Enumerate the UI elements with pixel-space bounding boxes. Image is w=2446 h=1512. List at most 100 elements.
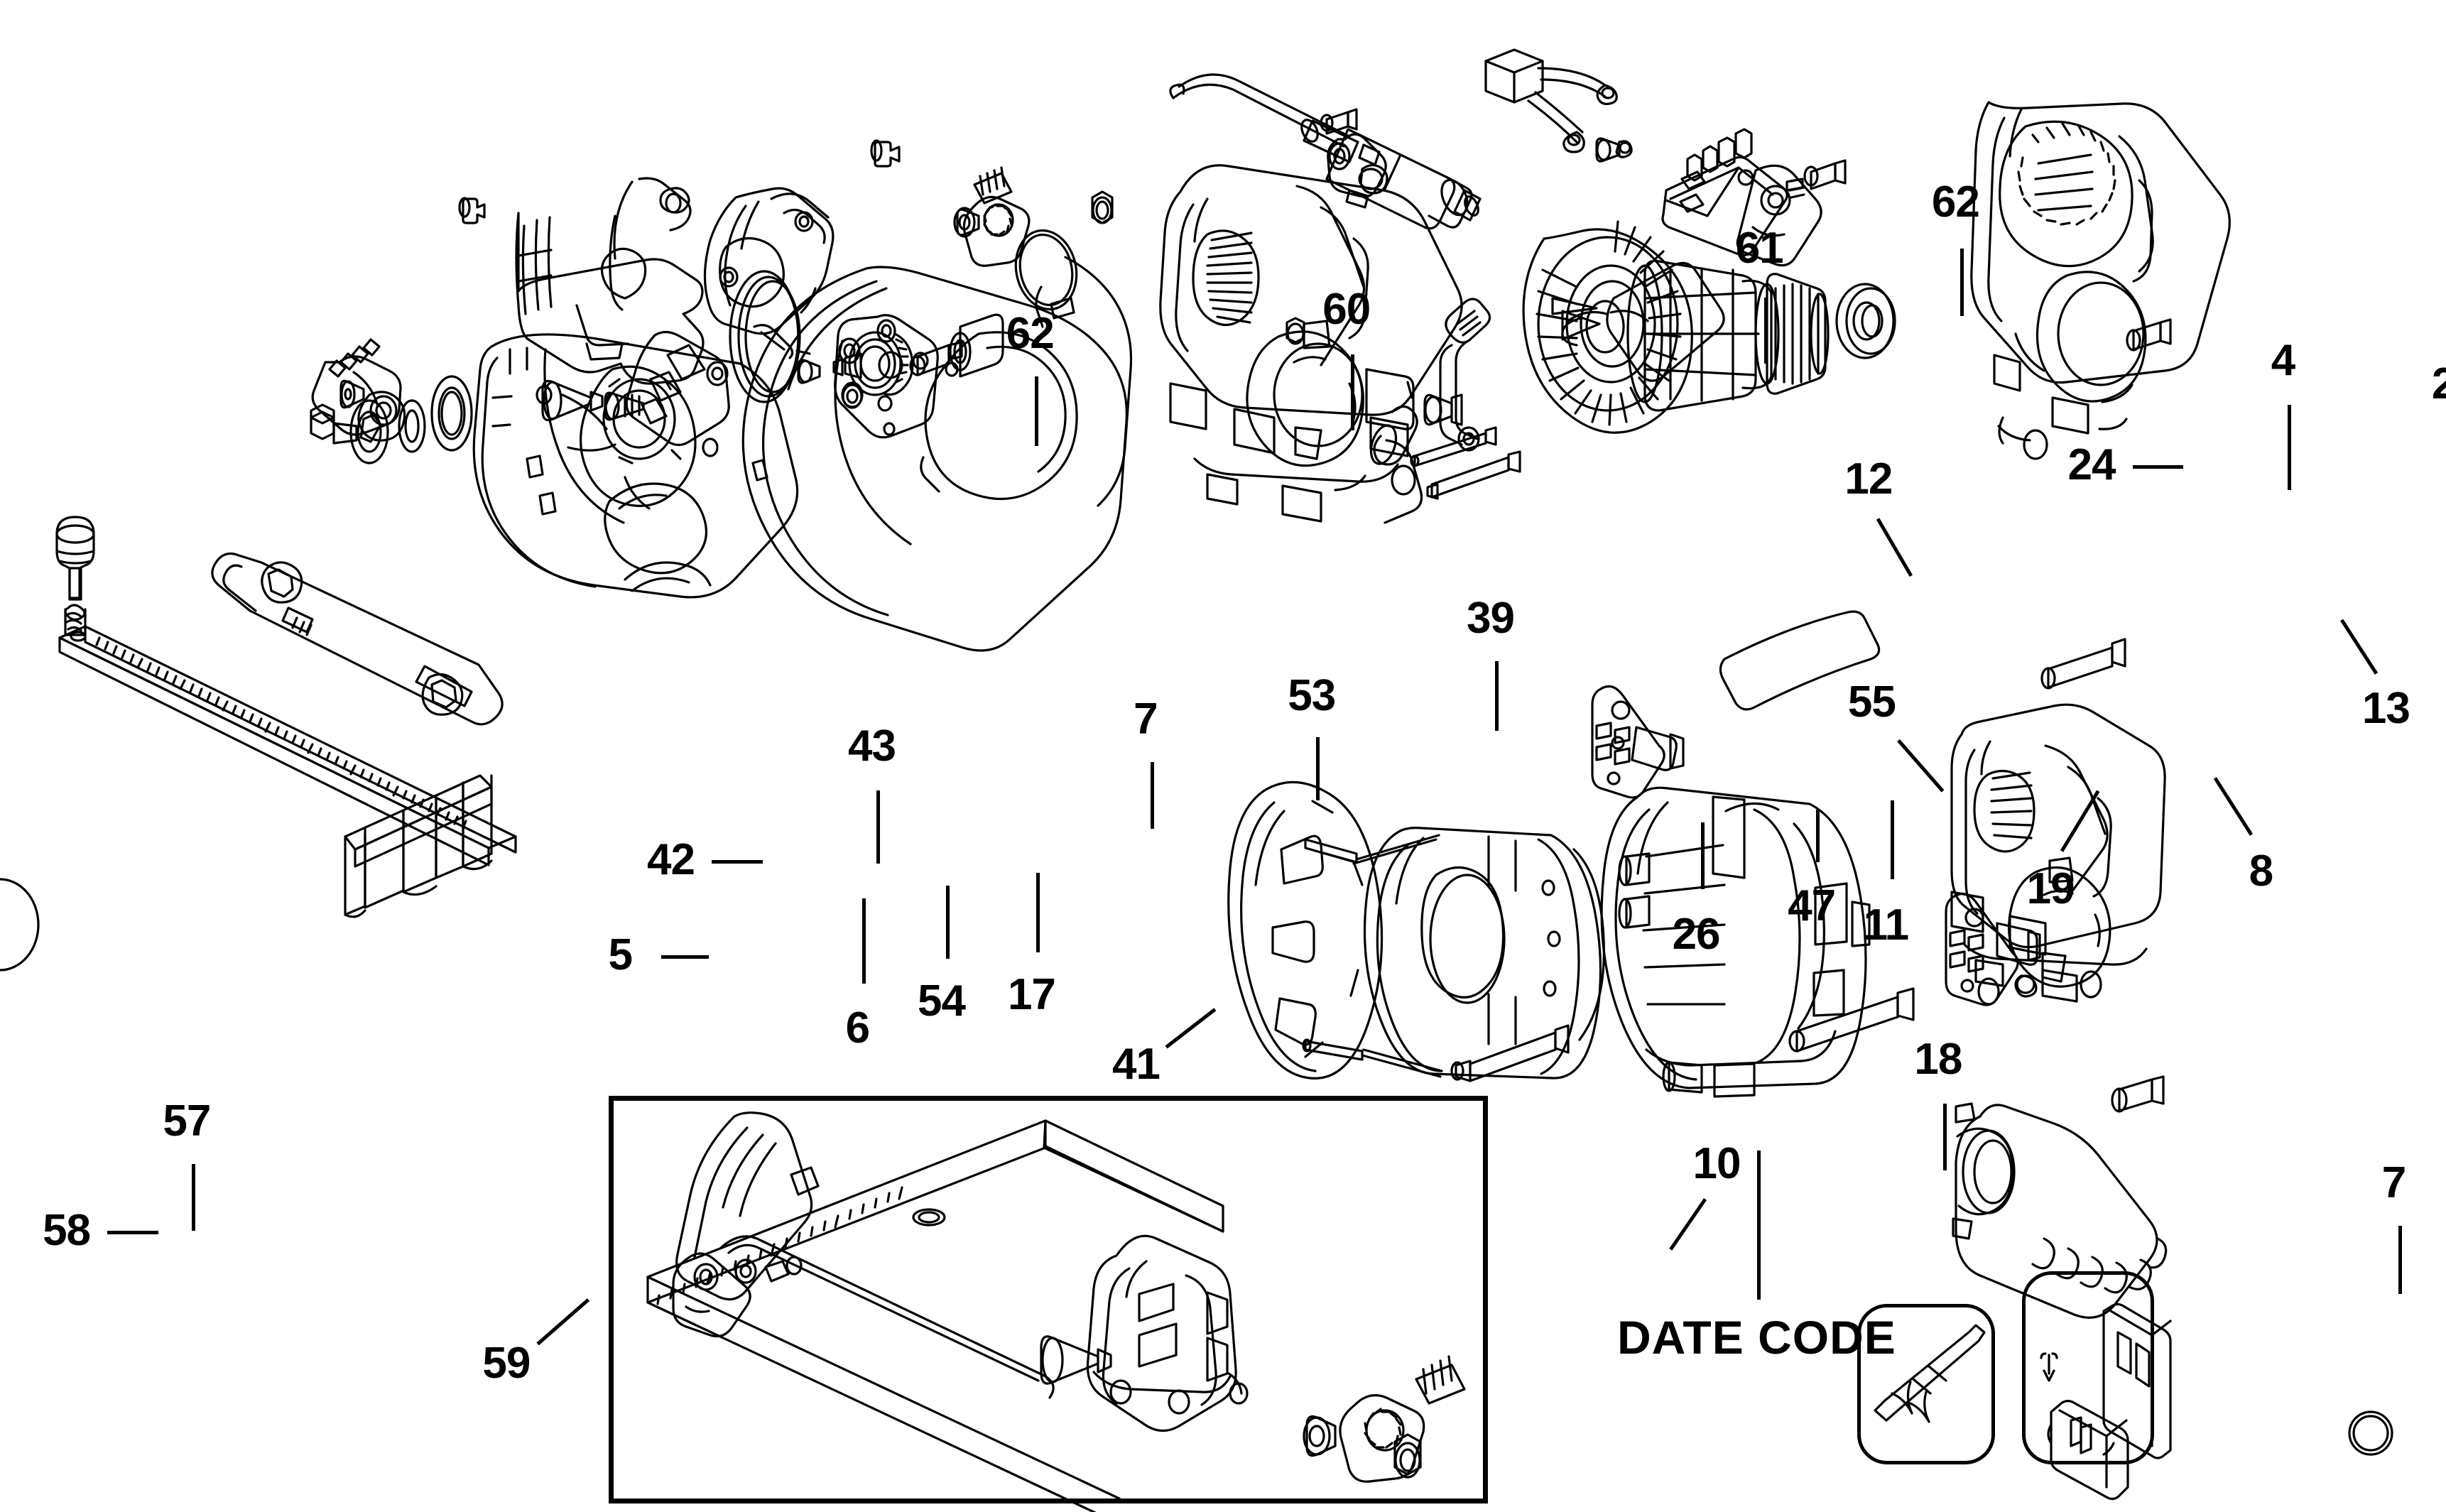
leader-24	[2132, 464, 2184, 469]
callout-62: 62	[1931, 178, 1980, 227]
part-7-bolt	[541, 379, 604, 422]
part-59-rip-fence	[58, 625, 517, 918]
part-10-wrench	[211, 553, 504, 726]
part-6-washer	[349, 399, 389, 464]
part-13-gasket	[1014, 229, 1078, 311]
callout-26: 26	[1672, 910, 1721, 959]
part-52-bolt	[2040, 638, 2126, 690]
part-31-cord-protector	[1325, 128, 1482, 230]
part-37-motor-housing-center	[1159, 164, 1463, 524]
copyright-circle	[2348, 1410, 2393, 1456]
part-2-field	[1302, 827, 1605, 1079]
part-61-cover	[703, 187, 835, 359]
part-16-bearing	[1835, 283, 1896, 359]
callout-60: 60	[1322, 285, 1371, 335]
leader-12	[1876, 518, 1913, 577]
leader-5	[661, 955, 709, 959]
part-41-lower-guard	[472, 333, 799, 599]
part-62-screw-left	[458, 197, 486, 224]
callout-7: 7	[2381, 1158, 2406, 1207]
leader-54	[946, 886, 950, 959]
part-4-lever-upper	[962, 166, 1031, 267]
callout-6: 6	[845, 1003, 870, 1053]
part-3-brush-holder-upper	[1591, 685, 1685, 799]
part-32-screw-a	[2126, 318, 2172, 352]
leader-4	[2288, 405, 2292, 491]
leader-13	[2339, 619, 2379, 675]
leader-19	[2060, 790, 2100, 852]
part-60-housing-cover	[515, 177, 705, 385]
part-25-rod	[1426, 450, 1521, 500]
callout-54: 54	[917, 976, 966, 1026]
part-51-pin-a	[1803, 159, 1847, 190]
callout-18: 18	[1914, 1035, 1962, 1084]
date-code-leader-line	[1757, 1151, 1761, 1300]
callout-29: 29	[2431, 359, 2446, 409]
callout-39: 39	[1466, 593, 1515, 643]
leader-62	[1960, 248, 1964, 317]
leader-43	[876, 790, 881, 864]
leader-62	[1034, 376, 1038, 446]
accessory-blade-box	[1857, 1304, 1995, 1464]
callout-41: 41	[1111, 1039, 1161, 1089]
part-58-spring	[64, 604, 87, 636]
leader-11	[1891, 800, 1895, 880]
part-37-handle-cover-right	[1970, 101, 2231, 460]
part-27-spring	[1369, 381, 1418, 466]
callout-10: 10	[1692, 1139, 1741, 1189]
callout-59: 59	[482, 1338, 531, 1388]
part-39-bracket	[625, 330, 730, 447]
kit-case-box	[2022, 1271, 2154, 1464]
part-23-motor-housing	[1600, 786, 1871, 1098]
part-48-bolt	[1450, 1024, 1570, 1082]
callout-61: 61	[1735, 223, 1784, 273]
part-35-yoke	[1327, 133, 1388, 209]
callout-58: 58	[43, 1205, 91, 1255]
callout-47: 47	[1788, 881, 1836, 931]
leader-47	[1816, 810, 1820, 862]
part-45-nut	[1285, 317, 1305, 345]
part-49-rod	[1410, 426, 1497, 467]
leader-8	[2213, 777, 2254, 837]
part-33-cord	[1169, 73, 1359, 163]
part-62-screw-right	[870, 139, 901, 168]
part-24-washer-upper	[953, 207, 980, 238]
leader-42	[712, 860, 763, 864]
part-8-bushing	[949, 313, 1004, 378]
callout-24: 24	[2067, 440, 2116, 489]
part-34-screw	[1595, 137, 1633, 163]
part-21-handle-half	[0, 703, 2166, 1006]
part-56-brush-assembly	[1484, 48, 1618, 153]
part-53-screw	[604, 391, 645, 421]
leader-41	[1165, 1007, 1217, 1049]
leader-61	[1763, 297, 1768, 364]
callout-12: 12	[1844, 454, 1893, 504]
leader-59	[536, 1298, 590, 1346]
callout-55: 55	[1847, 677, 1896, 727]
leader-6	[862, 898, 866, 984]
callout-5: 5	[608, 930, 633, 980]
part-47-screw-a	[1423, 393, 1463, 426]
part-1-armature	[1626, 259, 1773, 412]
leader-60	[1351, 354, 1355, 430]
part-26-ring	[729, 270, 811, 403]
leader-39	[1495, 660, 1499, 731]
callout-8: 8	[2249, 847, 2273, 896]
leader-7	[1150, 762, 1154, 829]
part-55-gearcase-plate	[832, 314, 939, 439]
callout-57: 57	[163, 1096, 211, 1146]
leader-53	[1316, 736, 1320, 800]
part-9-terminals	[1686, 128, 1753, 182]
part-12-upper-guard	[741, 256, 1133, 652]
leader-26	[1700, 822, 1705, 889]
date-code-label: DATE CODE	[1617, 1311, 1896, 1364]
leader-10	[1669, 1197, 1707, 1251]
leader-55	[1897, 739, 1945, 793]
callout-62: 62	[1006, 308, 1055, 358]
part-19-pin	[909, 341, 963, 376]
leader-17	[1036, 873, 1040, 952]
callout-4: 4	[2271, 335, 2295, 385]
leader-7	[2398, 1225, 2403, 1294]
callout-11: 11	[1863, 900, 1910, 950]
